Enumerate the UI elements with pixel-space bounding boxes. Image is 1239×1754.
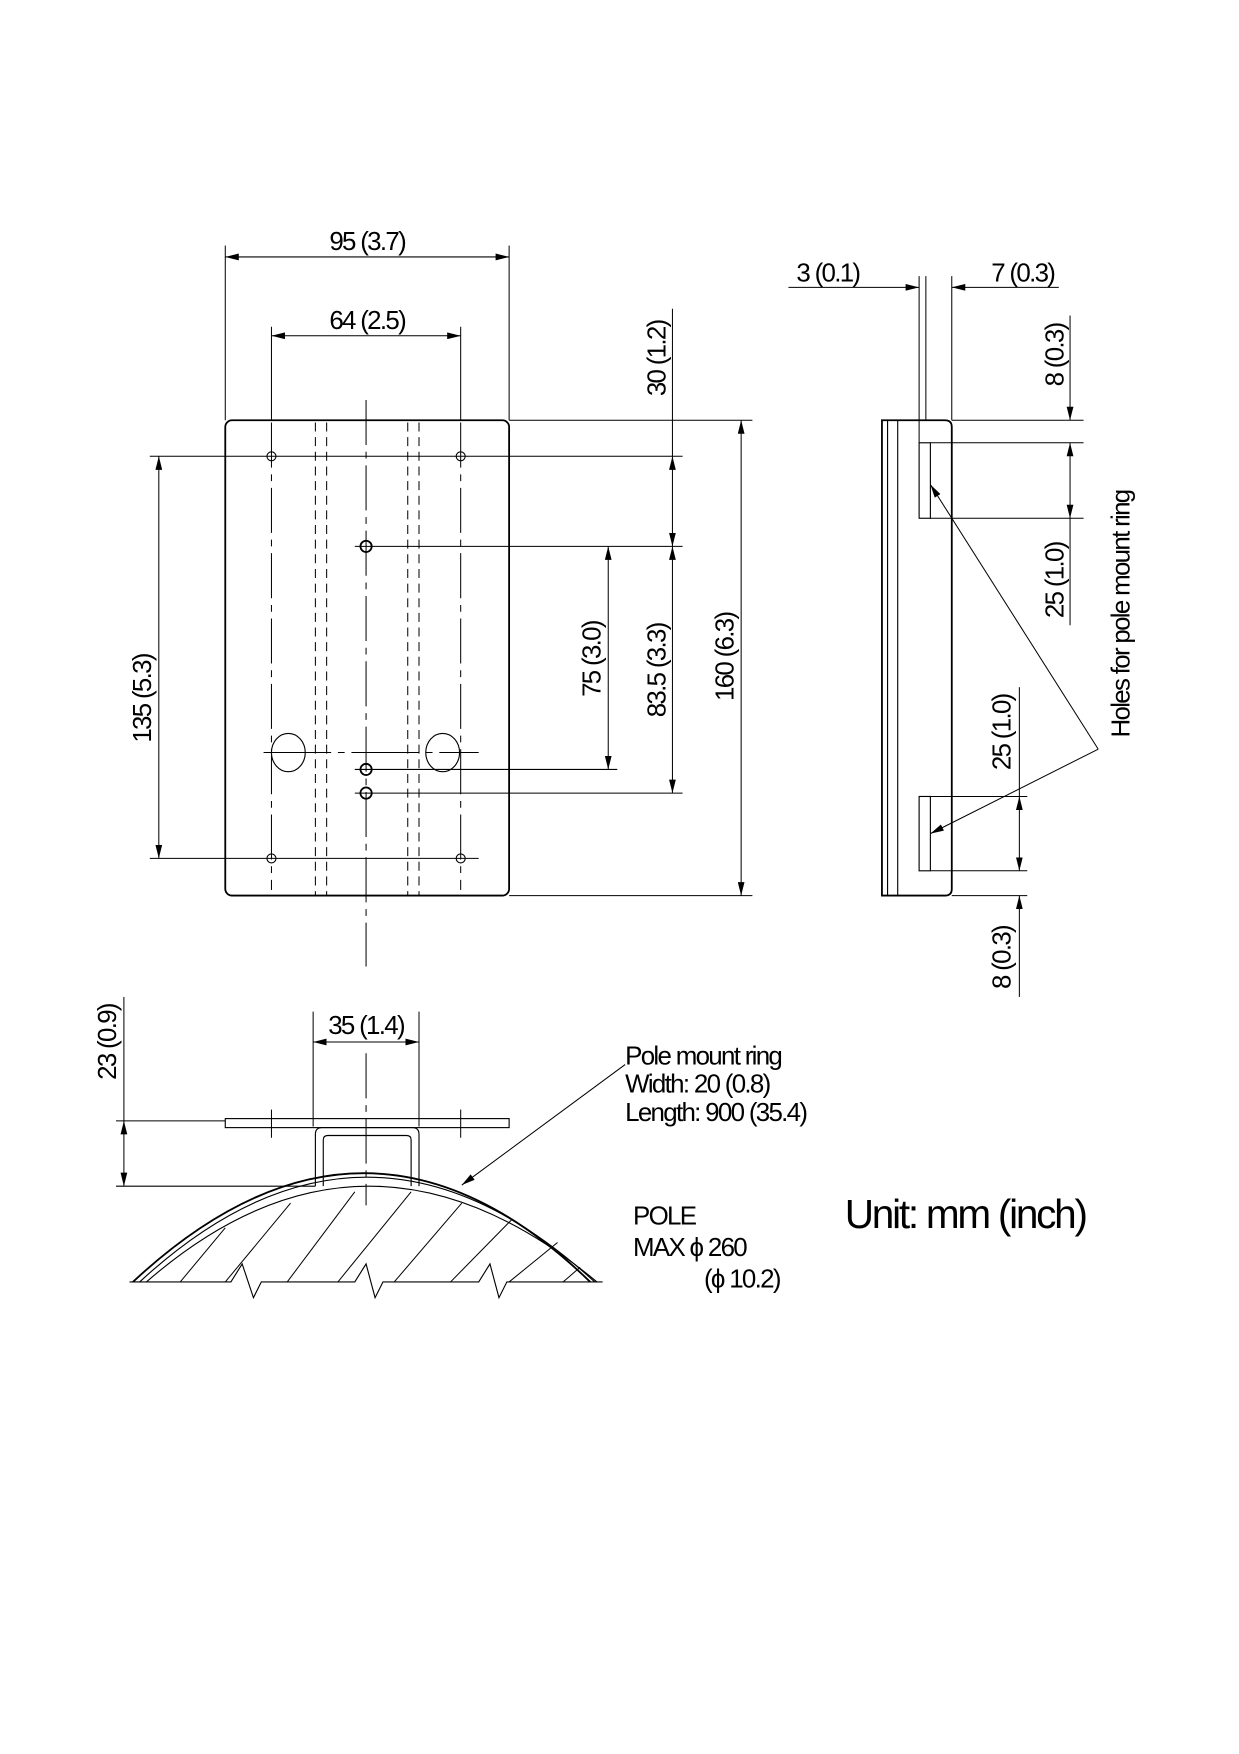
dim-bracket-width: 35 (1.4)	[328, 1012, 405, 1040]
dim-83-5: 83.5 (3.3)	[644, 622, 672, 717]
pole-max: MAX ϕ 260	[633, 1234, 747, 1262]
bottom-view: 23 (0.9) 35 (1.4) Pole mount ring Width:…	[94, 996, 1088, 1300]
pole-label: POLE	[633, 1202, 697, 1230]
mount-plate	[224, 419, 511, 897]
ring-length: Length: 900 (35.4)	[625, 1099, 807, 1127]
dim-top-margin: 8 (0.3)	[1041, 322, 1069, 386]
dim-75: 75 (3.0)	[578, 620, 606, 697]
ring-slot	[918, 795, 931, 872]
dim-plate-thickness: 3 (0.1)	[796, 260, 860, 288]
side-plate	[881, 419, 953, 897]
pole-hatching	[179, 1191, 581, 1283]
ring-width: Width: 20 (0.8)	[625, 1071, 771, 1099]
bracket	[314, 1127, 420, 1187]
pole	[146, 1185, 598, 1283]
plate-edge	[224, 1118, 510, 1129]
holes-label: Holes for pole mount ring	[1108, 490, 1136, 737]
dim-bracket-thickness: 7 (0.3)	[991, 260, 1055, 288]
dim-bottom-margin: 8 (0.3)	[988, 925, 1016, 989]
ring-title: Pole mount ring	[625, 1043, 781, 1071]
dim-width-overall: 95 (3.7)	[329, 228, 406, 256]
break-line	[129, 1262, 603, 1300]
ring-slot	[918, 442, 931, 519]
pole-mount-ring	[132, 1172, 591, 1283]
dim-top-offset: 30 (1.2)	[644, 319, 672, 396]
dim-hole-spacing-h: 64 (2.5)	[329, 307, 406, 335]
dim-slot-bottom: 25 (1.0)	[988, 693, 1016, 770]
dim-slot-top: 25 (1.0)	[1041, 541, 1069, 618]
front-view: 95 (3.7) 64 (2.5) 135 (5.3) 30 (1.2) 75 …	[129, 228, 753, 967]
dim-hole-spacing-v: 135 (5.3)	[129, 653, 157, 742]
side-view: 3 (0.1) 7 (0.3) 8 (0.3) 25 (1.0) 25 (1.0…	[788, 260, 1136, 997]
pole-max-inch: (ϕ 10.2)	[704, 1266, 781, 1294]
dim-height: 23 (0.9)	[94, 1003, 122, 1080]
unit-label: Unit: mm (inch)	[845, 1191, 1086, 1237]
dim-height-overall: 160 (6.3)	[711, 612, 739, 701]
